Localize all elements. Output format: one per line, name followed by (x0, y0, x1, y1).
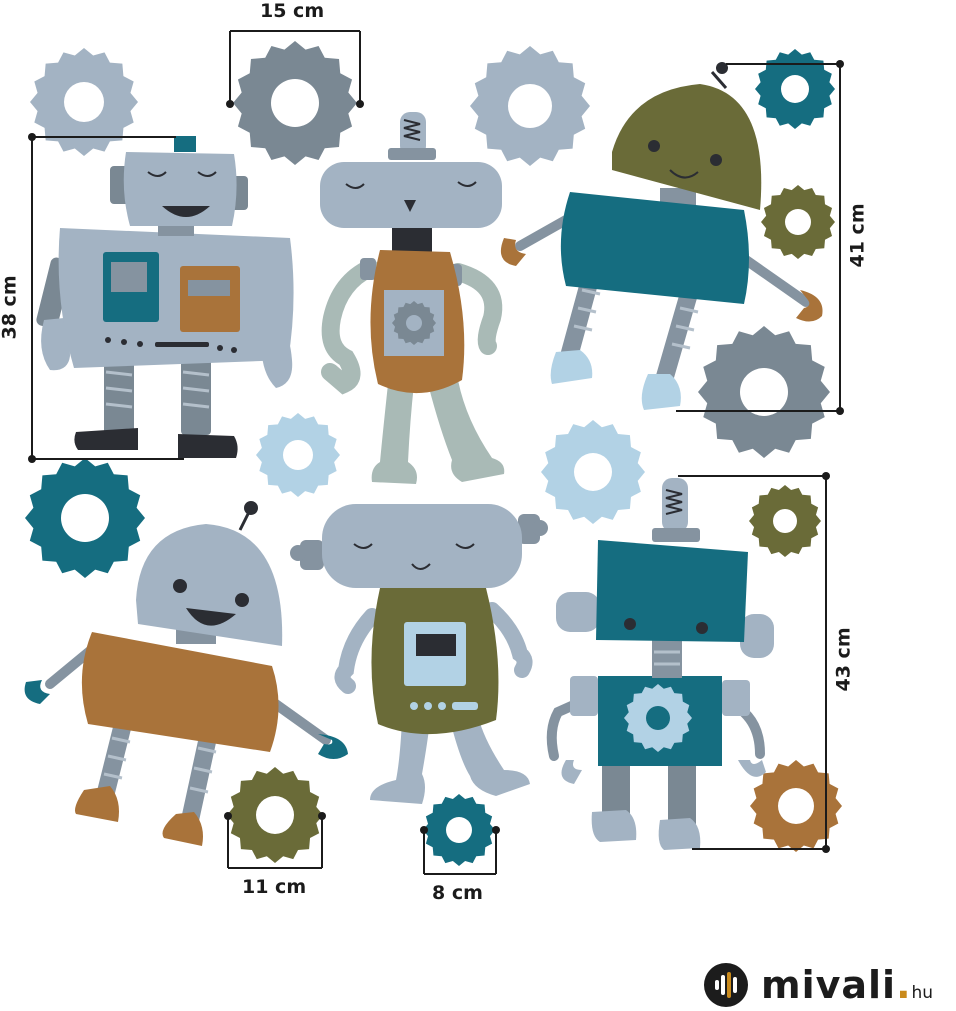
dimension-label-15cm: 15 cm (260, 0, 325, 22)
gear-icon (541, 420, 645, 524)
dimension-label-43cm: 43 cm (832, 627, 855, 692)
gear-icon (30, 48, 138, 156)
dimension-line-41cm (676, 60, 844, 415)
dimension-line-15cm (226, 30, 364, 108)
robot-ochre-body (320, 112, 505, 484)
brand-dot: . (896, 963, 912, 1007)
dimension-line-43cm (678, 472, 830, 853)
robot-boxy-grey (36, 136, 294, 458)
robot-grey-head (24, 501, 348, 846)
gear-icon (25, 458, 145, 578)
gear-icon (761, 185, 835, 259)
dimension-label-11cm: 11 cm (242, 876, 307, 898)
gear-icon (256, 413, 340, 497)
dimension-line-11cm (224, 812, 326, 869)
brand-name-text: mivali (761, 963, 897, 1007)
mivali-logo-icon (704, 963, 748, 1007)
dimension-line-8cm (420, 826, 500, 875)
gear-icon (749, 485, 821, 557)
robot-teal (546, 478, 774, 850)
dimension-line-38cm (28, 133, 184, 463)
brand-tld: hu (911, 983, 934, 1003)
gear-icon (698, 326, 830, 458)
gear-icon (750, 760, 842, 852)
dimension-label-38cm: 38 cm (0, 275, 21, 340)
brand-logo: mivali.hu (703, 960, 933, 1010)
gear-icon (755, 49, 835, 129)
robot-olive-head (500, 62, 823, 410)
dimension-label-8cm: 8 cm (432, 882, 483, 904)
dimension-label-41cm: 41 cm (846, 203, 869, 268)
gear-icon (233, 41, 357, 165)
gear-icon (470, 46, 590, 166)
gear-icon (423, 794, 495, 866)
gear-icon (227, 767, 323, 863)
brand-name: mivali.hu (761, 963, 933, 1007)
robot-olive-body (290, 504, 548, 804)
